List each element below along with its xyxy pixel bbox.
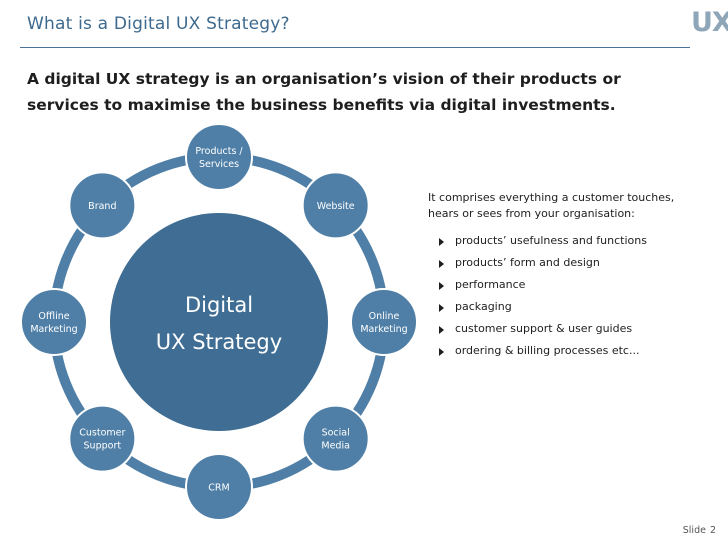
node-label: Website (317, 201, 355, 212)
node-label: Customer (79, 428, 125, 439)
node-circle (185, 453, 253, 521)
slide-number: 2 (709, 525, 716, 536)
node-label: Marketing (360, 324, 407, 335)
node-circle (350, 288, 418, 356)
triangle-bullet-icon (439, 304, 444, 312)
slide-label: Slide (682, 525, 706, 536)
center-label-line2: UX Strategy (156, 330, 282, 354)
bullet-text: products’ usefulness and functions (455, 234, 647, 247)
title-divider (20, 47, 690, 48)
node-label: Marketing (30, 324, 77, 335)
bullet-item: customer support & user guides (428, 318, 698, 340)
center-circle (110, 213, 328, 431)
node-label: Media (321, 441, 350, 452)
node-circle (20, 288, 88, 356)
node-label: Support (84, 441, 122, 452)
bullet-item: packaging (428, 296, 698, 318)
node-label: CRM (208, 483, 229, 494)
triangle-bullet-icon (439, 238, 444, 246)
node-circle (301, 171, 370, 240)
node-products-services: Products / Services (185, 123, 253, 191)
triangle-bullet-icon (439, 282, 444, 290)
triangle-bullet-icon (439, 260, 444, 268)
bullet-item: products’ usefulness and functions (428, 230, 698, 252)
node-brand: Brand (68, 171, 137, 240)
node-circle (301, 404, 370, 473)
center-label-line1: Digital (185, 293, 253, 317)
node-circle (68, 404, 137, 473)
bullet-text: ordering & billing processes etc... (455, 344, 640, 357)
node-label: Offline (38, 311, 69, 322)
ux-logo: UX (689, 4, 728, 44)
bullet-list: products’ usefulness and functions produ… (428, 230, 698, 362)
bullet-text: customer support & user guides (455, 322, 633, 335)
sidebar-panel: It comprises everything a customer touch… (428, 190, 698, 362)
ux-logo-text: UX (691, 7, 728, 38)
node-label: Products / (195, 146, 243, 157)
node-label: Social (322, 428, 350, 439)
node-label: Brand (88, 201, 116, 212)
node-website: Website (301, 171, 370, 240)
node-circle (185, 123, 253, 191)
node-crm: CRM (185, 453, 253, 521)
bullet-text: performance (455, 278, 526, 291)
bullet-text: products’ form and design (455, 256, 600, 269)
node-circle (68, 171, 137, 240)
bullet-text: packaging (455, 300, 512, 313)
bullet-item: performance (428, 274, 698, 296)
bullet-item: ordering & billing processes etc... (428, 340, 698, 362)
intro-text: A digital UX strategy is an organisation… (27, 70, 621, 114)
node-label: Online (369, 311, 400, 322)
slide-title: What is a Digital UX Strategy? (27, 14, 290, 34)
sidebar-description: It comprises everything a customer touch… (428, 191, 675, 220)
triangle-bullet-icon (439, 348, 444, 356)
node-label: Services (199, 159, 239, 170)
bullet-item: products’ form and design (428, 252, 698, 274)
triangle-bullet-icon (439, 326, 444, 334)
